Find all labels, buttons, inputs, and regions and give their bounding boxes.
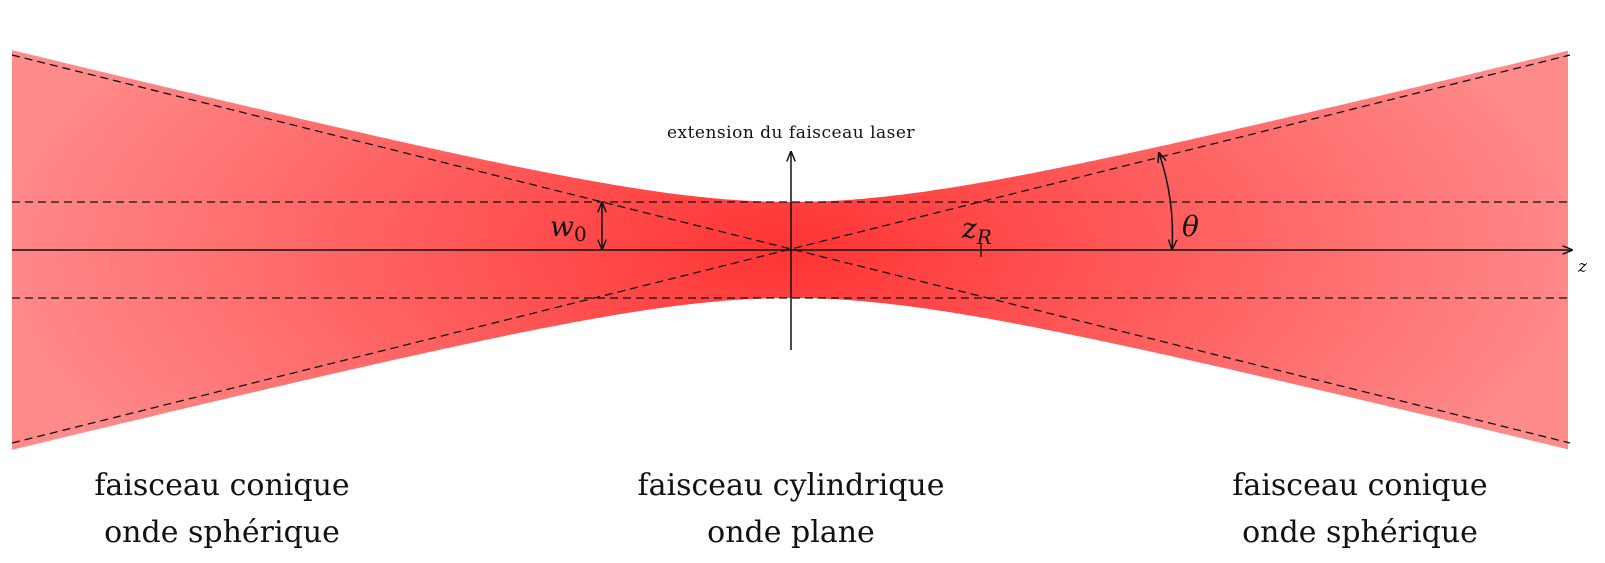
asymptote-descending-dashed-line bbox=[11, 54, 1571, 444]
waist-label: w0 bbox=[550, 210, 587, 246]
waist-label-subscript: 0 bbox=[574, 222, 587, 246]
caption-left-line2: onde sphérique bbox=[104, 515, 340, 550]
caption-right: faisceau conique onde sphérique bbox=[1150, 462, 1570, 556]
beam-extent-axis-title: extension du faisceau laser bbox=[667, 123, 915, 143]
rayleigh-label-subscript: R bbox=[976, 225, 992, 249]
caption-right-line2: onde sphérique bbox=[1242, 515, 1478, 550]
z-axis-label: z bbox=[1577, 257, 1588, 277]
caption-left-line1: faisceau conique bbox=[94, 468, 350, 503]
caption-center: faisceau cylindrique onde plane bbox=[581, 462, 1001, 556]
caption-center-line2: onde plane bbox=[707, 515, 875, 550]
caption-right-line1: faisceau conique bbox=[1232, 468, 1488, 503]
caption-left: faisceau conique onde sphérique bbox=[12, 462, 432, 556]
asymptote-ascending-dashed-line bbox=[11, 54, 1571, 444]
divergence-angle-arc bbox=[1159, 153, 1172, 249]
caption-center-line1: faisceau cylindrique bbox=[637, 468, 945, 503]
divergence-angle-label: θ bbox=[1182, 210, 1199, 243]
rayleigh-label: zR bbox=[961, 212, 992, 249]
